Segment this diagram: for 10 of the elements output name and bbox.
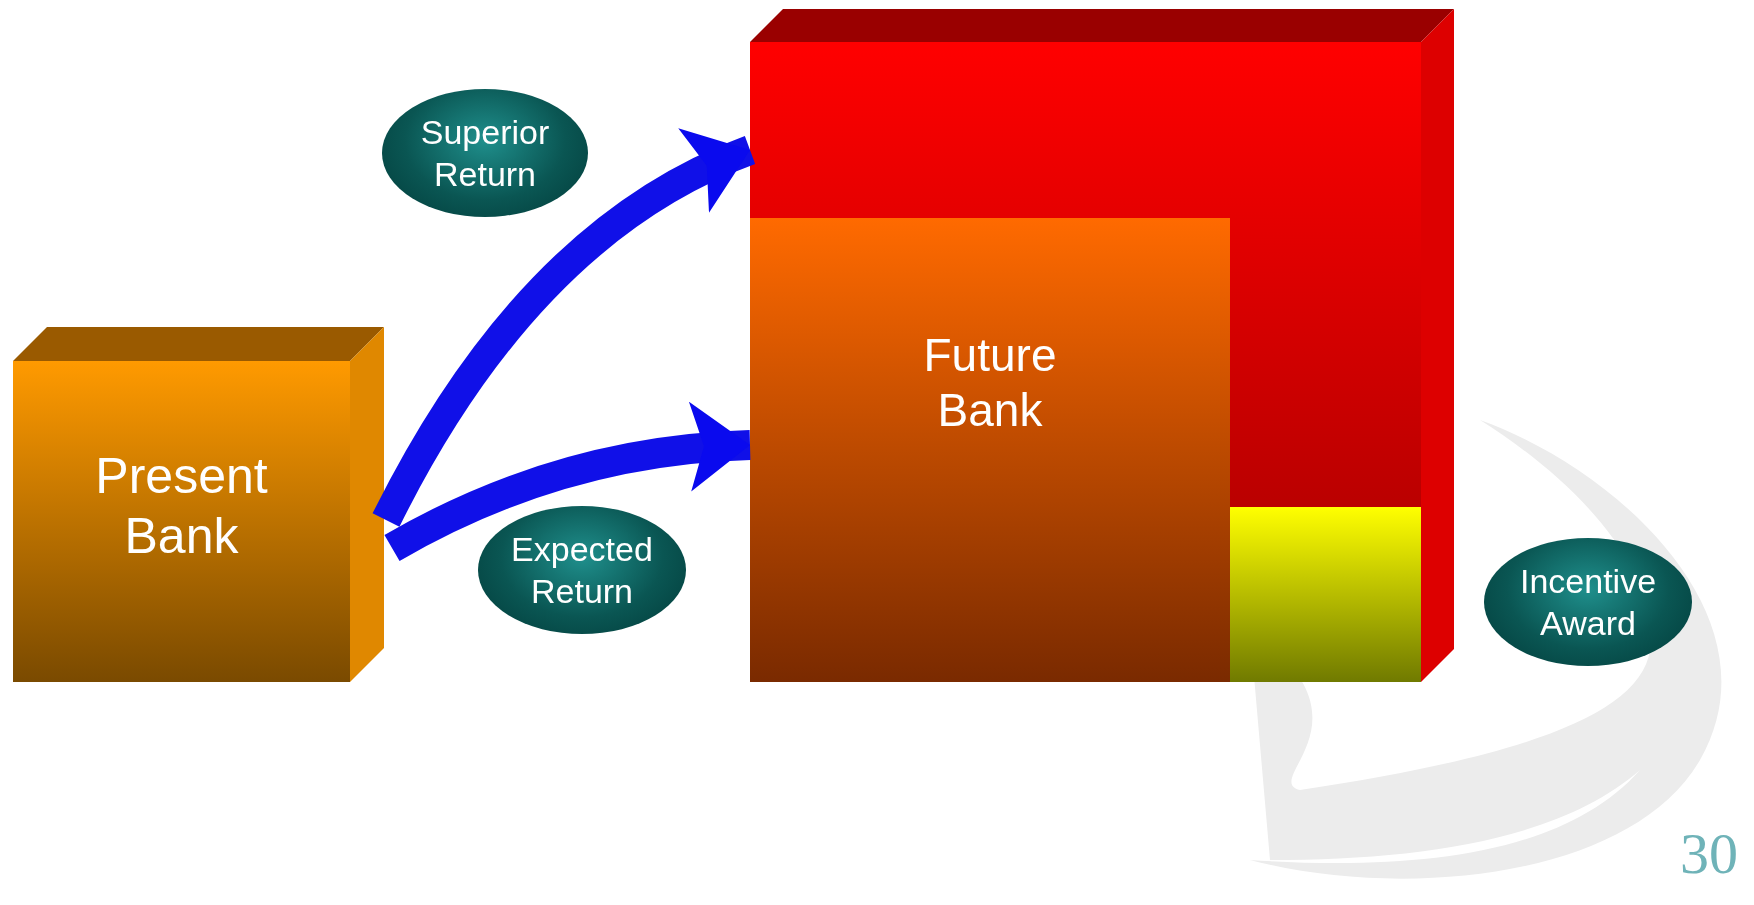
curved-arrow xyxy=(384,402,751,562)
page-number: 30 xyxy=(1680,820,1738,887)
ellipse-label: Expected Return xyxy=(478,506,686,634)
inner-block xyxy=(1230,507,1421,682)
block-label: Present Bank xyxy=(94,447,269,566)
inner-block xyxy=(750,218,1230,682)
curved-arrow xyxy=(372,131,756,527)
ellipse-label: Incentive Award xyxy=(1484,538,1692,666)
block-label: Future Bank xyxy=(922,327,1058,438)
ellipse-label: Superior Return xyxy=(382,89,588,217)
